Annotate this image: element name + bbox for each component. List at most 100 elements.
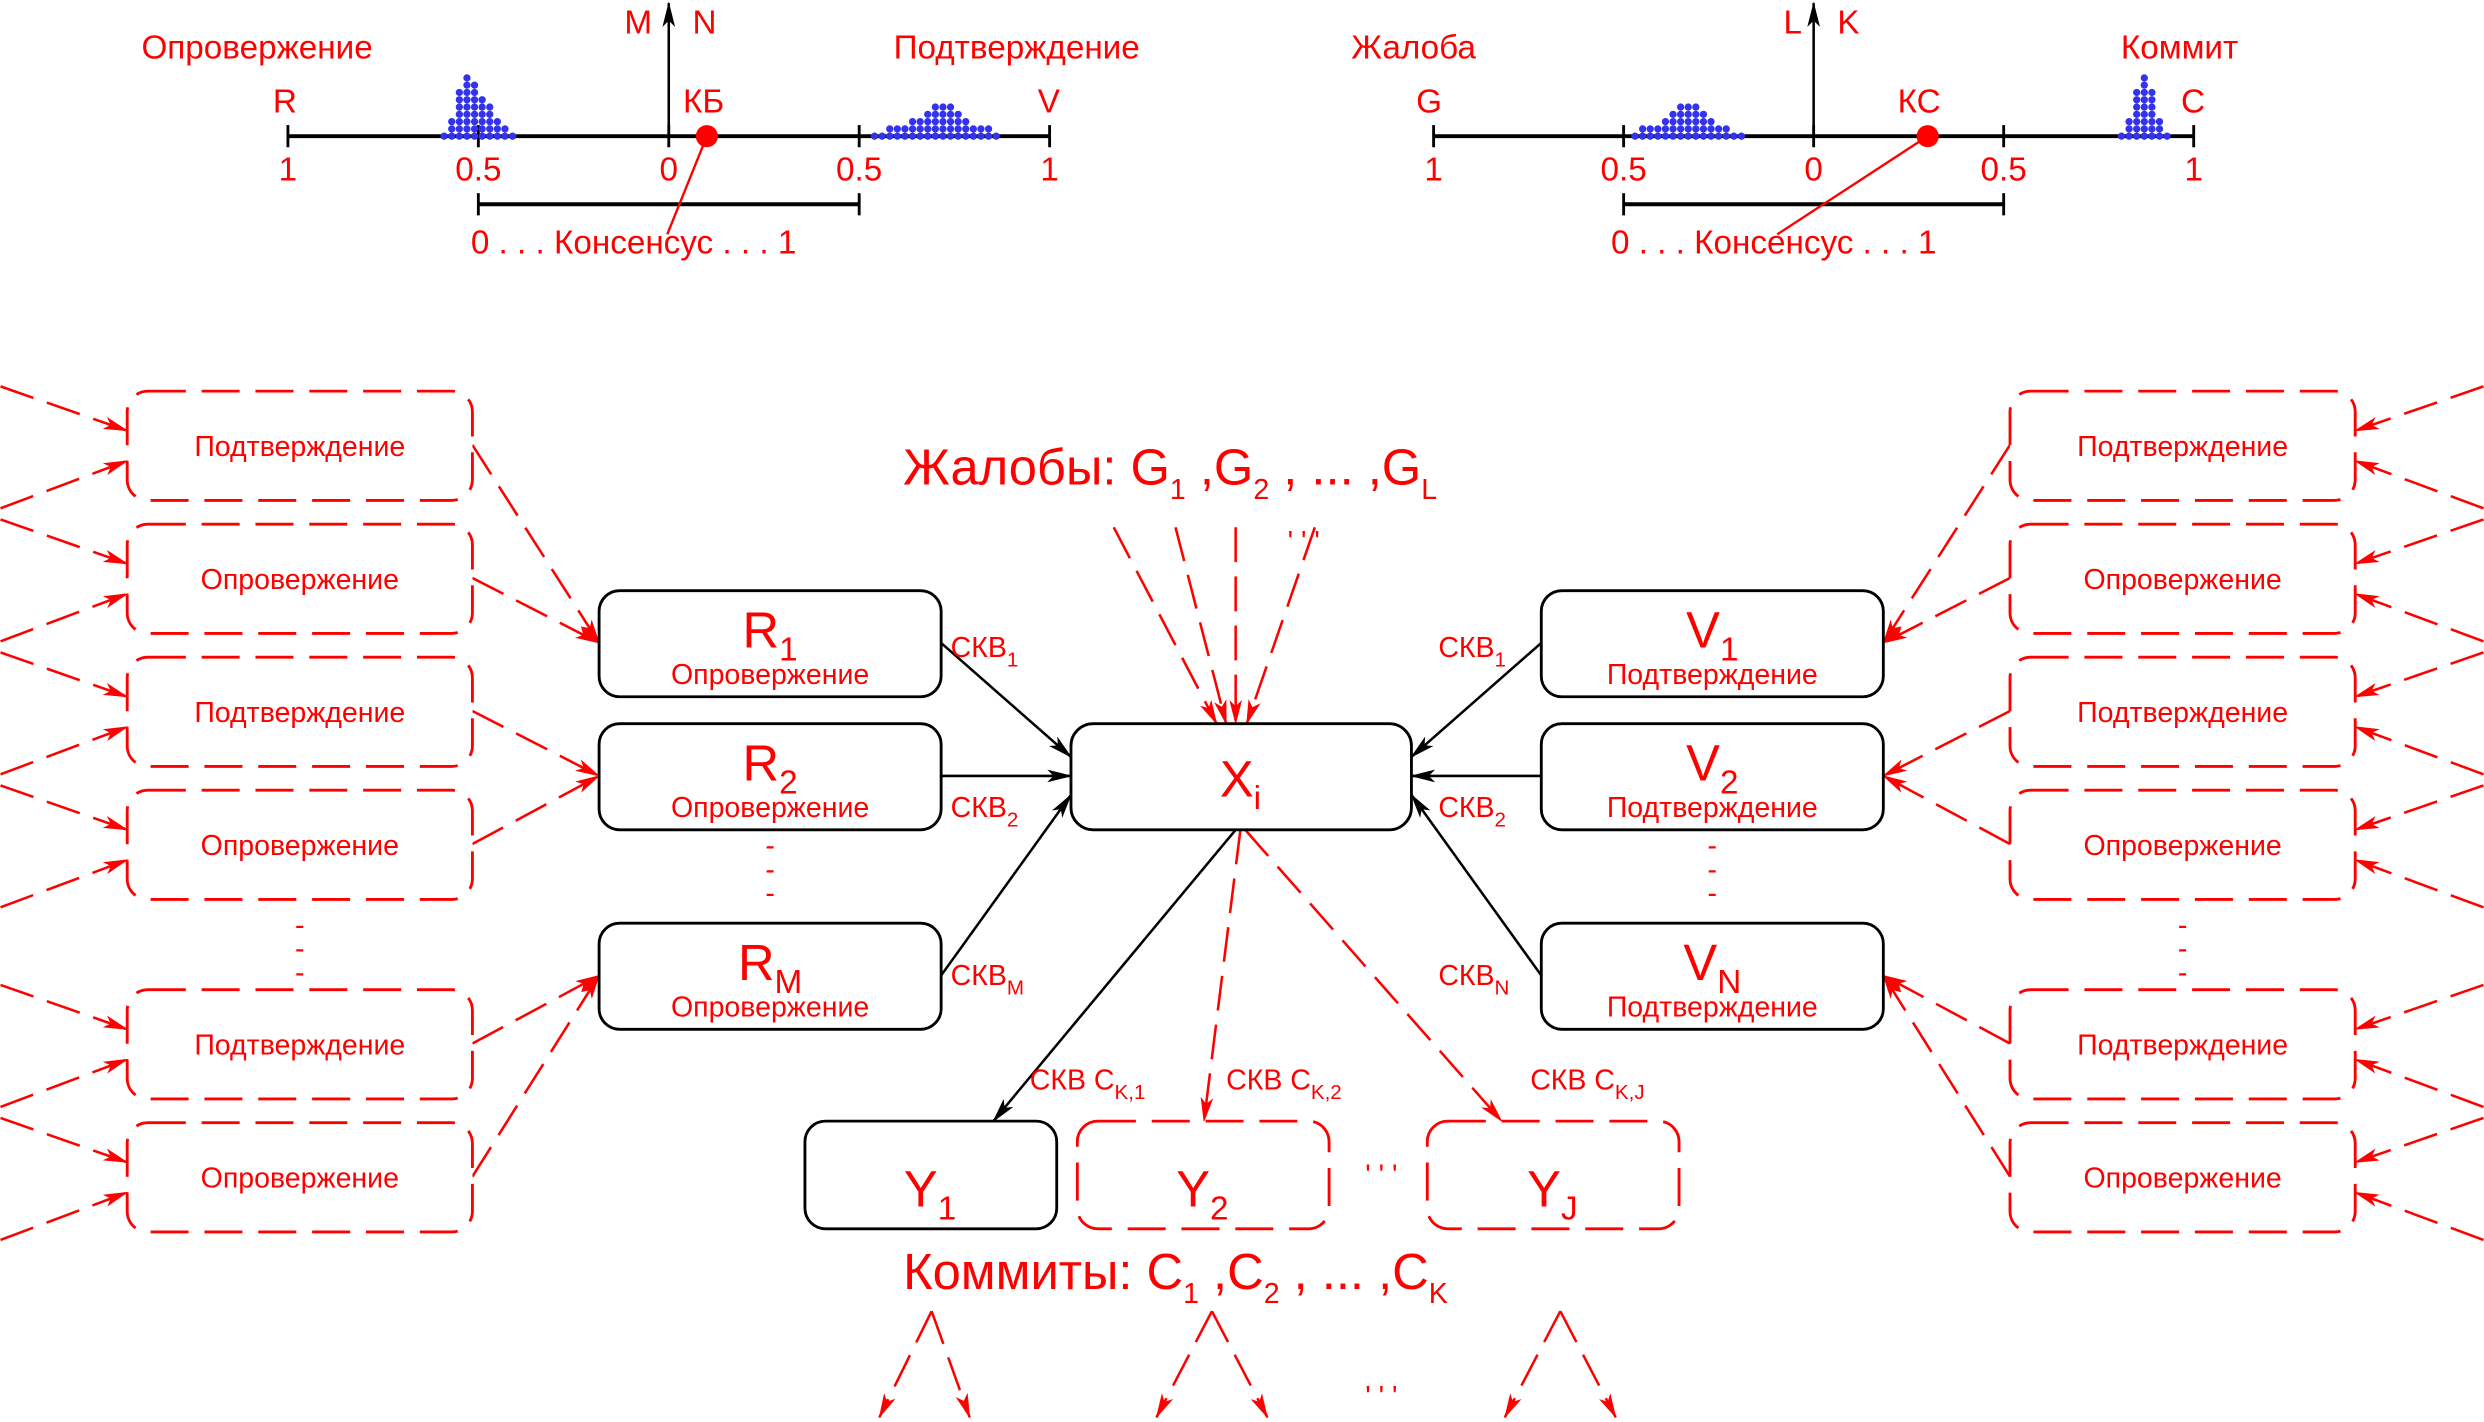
consensus-marker[interactable] bbox=[695, 125, 718, 148]
left-end-label: R bbox=[273, 83, 297, 120]
node-letter: V1 bbox=[1686, 602, 1738, 669]
distribution-dot bbox=[946, 103, 955, 111]
output-node[interactable]: YJ bbox=[1425, 1119, 1681, 1231]
source-box[interactable]: Опровержение bbox=[125, 788, 474, 901]
link-label: СКВN bbox=[1438, 960, 1509, 1000]
distribution-dot bbox=[1684, 117, 1692, 126]
distribution-dot bbox=[448, 117, 456, 126]
marker-pointer bbox=[1776, 135, 1929, 236]
distribution-dot bbox=[2133, 110, 2141, 118]
source-box[interactable]: Подтверждение bbox=[125, 655, 474, 768]
ellipsis: - bbox=[295, 957, 305, 989]
distribution-dot bbox=[878, 132, 886, 140]
source-box[interactable]: Опровержение bbox=[125, 522, 474, 635]
distribution-dot bbox=[886, 125, 894, 133]
distribution-dot bbox=[2148, 132, 2156, 140]
tick-label: 1 bbox=[1424, 152, 1443, 189]
ellipsis: - bbox=[295, 909, 305, 941]
distribution-dot bbox=[478, 103, 486, 111]
consensus-marker[interactable] bbox=[1916, 125, 1939, 148]
incoming-arrow bbox=[2353, 725, 2484, 776]
distribution-dot bbox=[1654, 132, 1662, 140]
node-letter: R2 bbox=[743, 735, 798, 802]
source-box[interactable]: Опровержение bbox=[2008, 788, 2357, 901]
distribution-dot bbox=[2155, 125, 2164, 133]
output-node[interactable]: Y1 bbox=[803, 1119, 1059, 1231]
distribution-dot bbox=[1684, 103, 1692, 111]
output-node[interactable]: Y2 bbox=[1075, 1119, 1331, 1231]
right-title: Подтверждение bbox=[894, 30, 1140, 67]
distribution-dot bbox=[470, 81, 479, 89]
distribution-dot bbox=[478, 132, 486, 140]
distribution-dot bbox=[1722, 132, 1730, 140]
distribution-dot bbox=[1692, 132, 1700, 140]
node-letter: V2 bbox=[1686, 735, 1738, 802]
tick-label: 0.5 bbox=[1601, 152, 1647, 189]
distribution-dot bbox=[954, 125, 962, 133]
distribution-dot bbox=[2148, 125, 2156, 133]
edge bbox=[1881, 774, 2011, 846]
distribution-dot bbox=[946, 117, 955, 126]
source-box[interactable]: Опровержение bbox=[2008, 1121, 2357, 1234]
right-end-label: V bbox=[1038, 83, 1061, 120]
axis-top-left-label: M bbox=[624, 4, 652, 41]
distribution-dot bbox=[493, 125, 501, 133]
source-box[interactable]: Подтверждение bbox=[125, 389, 474, 502]
incoming-arrow bbox=[0, 459, 129, 510]
source-box[interactable]: Подтверждение bbox=[2008, 988, 2357, 1101]
tick-label: 0 bbox=[660, 152, 679, 189]
incoming-arrow bbox=[0, 385, 129, 432]
incoming-arrow bbox=[0, 725, 129, 776]
distribution-dot bbox=[992, 132, 1000, 140]
distribution-dot bbox=[2125, 117, 2133, 126]
distribution-dot bbox=[1676, 103, 1685, 111]
source-label: Подтверждение bbox=[2077, 697, 2288, 729]
source-box[interactable]: Опровержение bbox=[125, 1121, 474, 1234]
distribution-dot bbox=[455, 110, 463, 118]
distribution-dot bbox=[908, 132, 917, 140]
edge bbox=[471, 576, 601, 645]
distribution-dot bbox=[962, 132, 970, 140]
distribution-dot bbox=[946, 125, 955, 133]
distribution-dot bbox=[455, 96, 463, 104]
distribution-dot bbox=[1669, 110, 1677, 118]
distribution-dot bbox=[493, 132, 501, 140]
distribution-dot bbox=[931, 132, 939, 140]
source-box[interactable]: Подтверждение bbox=[2008, 389, 2357, 502]
incoming-arrow bbox=[2353, 858, 2484, 909]
distribution-dot bbox=[1684, 125, 1692, 133]
source-box[interactable]: Подтверждение bbox=[2008, 655, 2357, 768]
ellipsis: - bbox=[2178, 957, 2188, 989]
distribution-dot bbox=[2125, 125, 2133, 133]
distribution-dot bbox=[962, 125, 970, 133]
distribution-dot bbox=[2140, 103, 2148, 111]
edge bbox=[471, 444, 601, 645]
incoming-arrow bbox=[2353, 983, 2484, 1031]
source-box[interactable]: Опровержение bbox=[2008, 522, 2357, 635]
distribution-dot bbox=[908, 117, 917, 126]
ellipsis: ' ' ' bbox=[1288, 526, 1320, 558]
center-node[interactable]: Xi bbox=[1069, 722, 1413, 832]
distribution-dot bbox=[939, 125, 947, 133]
source-box[interactable]: Подтверждение bbox=[125, 988, 474, 1101]
distribution-dot bbox=[931, 110, 939, 118]
node-letter: RM bbox=[738, 934, 802, 1001]
verifier-column: V1ПодтверждениеV2ПодтверждениеVNПодтверж… bbox=[1539, 589, 1885, 1031]
distribution-dot bbox=[2117, 132, 2126, 140]
left-end-label: G bbox=[1416, 83, 1442, 120]
incoming-arrow bbox=[0, 1191, 129, 1242]
node-role: Опровержение bbox=[671, 792, 869, 824]
link-label: СКВ CK,J bbox=[1530, 1064, 1644, 1104]
distribution-dot bbox=[2133, 117, 2141, 126]
link-label: СКВ2 bbox=[951, 792, 1019, 832]
distribution-dot bbox=[946, 110, 955, 118]
edge bbox=[1210, 1310, 1269, 1419]
distribution-dot bbox=[1638, 132, 1647, 140]
